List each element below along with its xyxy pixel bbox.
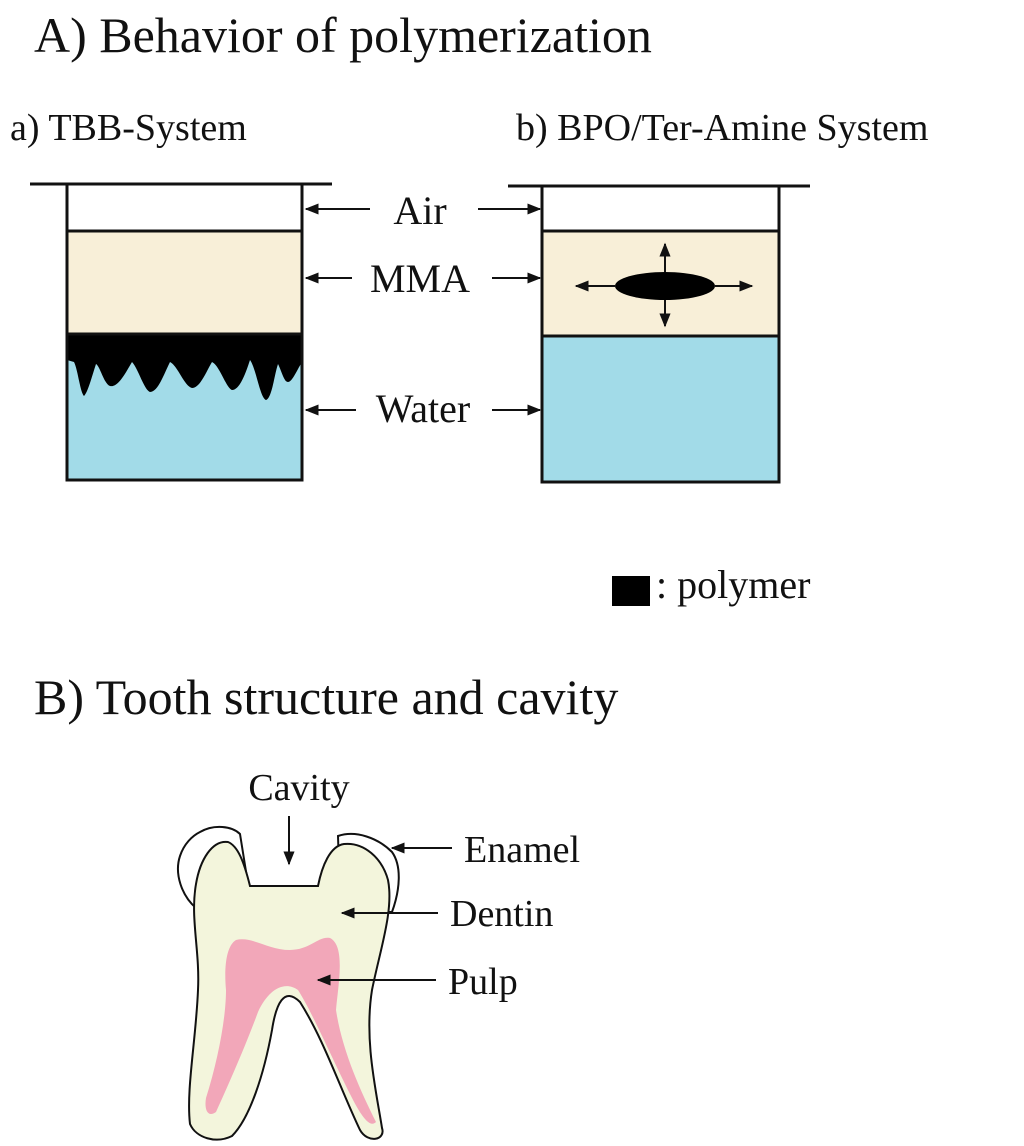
tooth-diagram xyxy=(177,826,400,1141)
beaker-tbb-mma-layer xyxy=(67,231,302,334)
polymer-legend-label: : polymer xyxy=(656,562,810,607)
beaker-tbb xyxy=(30,182,332,482)
system-b-label: b) BPO/Ter-Amine System xyxy=(516,107,928,149)
system-a-label: a) TBB-System xyxy=(10,107,247,149)
polymer-legend-swatch xyxy=(612,576,650,606)
section-b-title: B) Tooth structure and cavity xyxy=(34,669,618,725)
beaker-bpo-polymer-blob xyxy=(615,272,715,300)
layer-label-air: Air xyxy=(393,188,446,233)
section-a-title: A) Behavior of polymerization xyxy=(34,7,652,63)
layer-label-mma: MMA xyxy=(370,256,470,301)
pulp xyxy=(205,937,376,1124)
tooth-label-enamel: Enamel xyxy=(464,829,580,871)
beaker-tbb-polymer-layer xyxy=(67,334,302,400)
beaker-bpo-water-layer xyxy=(542,336,779,482)
beaker-bpo xyxy=(508,184,810,484)
tooth-label-cavity: Cavity xyxy=(248,767,349,809)
tooth-label-pulp: Pulp xyxy=(448,961,518,1003)
tooth-label-dentin: Dentin xyxy=(450,893,553,935)
layer-label-water: Water xyxy=(376,386,471,431)
